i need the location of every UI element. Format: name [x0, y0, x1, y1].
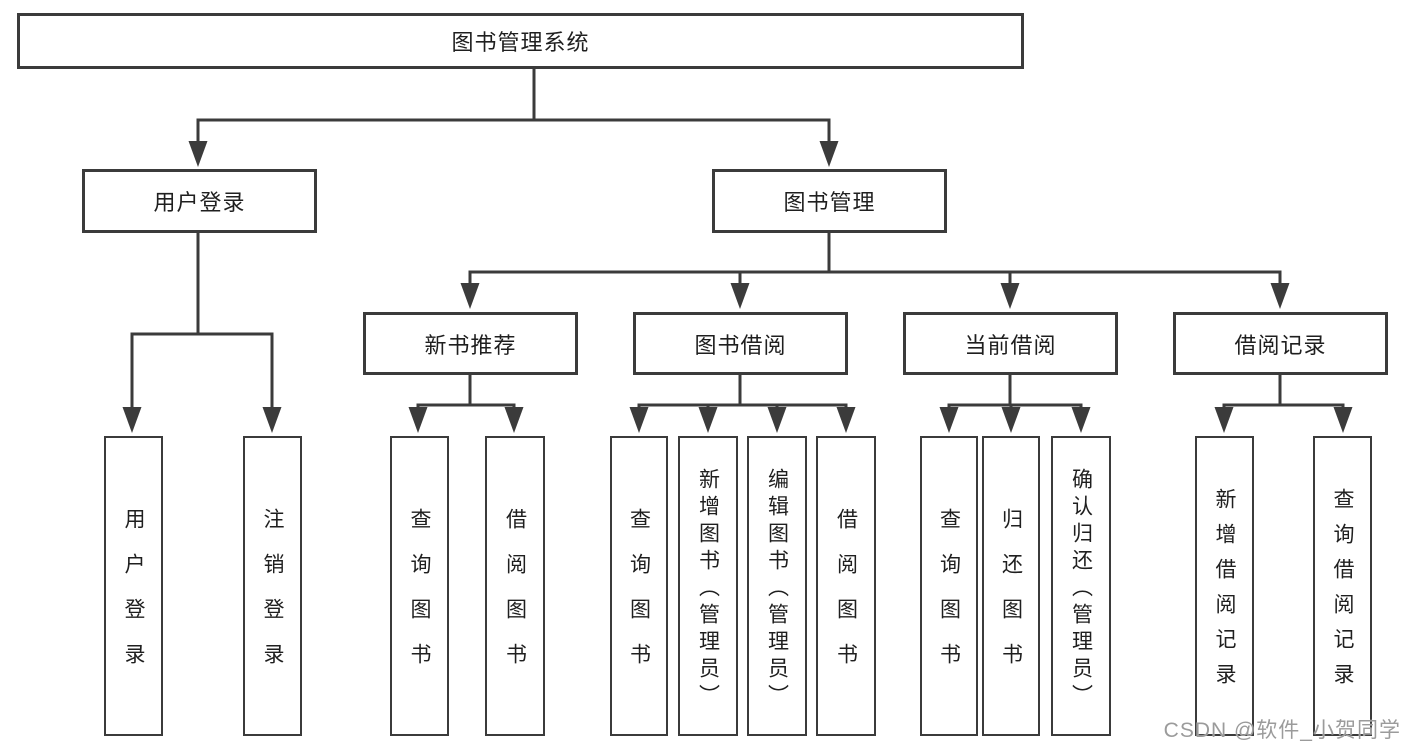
node-borrowing-records: 借阅记录	[1173, 312, 1388, 375]
node-library-management-system-label: 图书管理系统	[451, 30, 590, 55]
leaf-borrow-books: 借阅图书	[816, 436, 876, 736]
leaf-borrow-books-label: 借阅图书	[834, 508, 858, 688]
node-borrowing-records-label: 借阅记录	[1234, 332, 1327, 358]
arrowhead-icon	[1270, 283, 1290, 309]
leaf-logout-label: 注销登录	[261, 508, 284, 688]
arrowhead-icon	[1214, 407, 1234, 433]
node-book-management-label: 图书管理	[783, 190, 876, 215]
leaf-return-books-label: 归还图书	[999, 508, 1023, 688]
node-current-borrowing-label: 当前借阅	[964, 332, 1057, 358]
leaf-user-login: 用户登录	[104, 436, 163, 736]
leaf-user-login-label: 用户登录	[122, 508, 145, 688]
node-library-management-system: 图书管理系统	[17, 13, 1024, 69]
leaf-add-book-admin: 新增图书（管理员）	[678, 436, 738, 736]
arrowhead-icon	[460, 283, 480, 309]
leaf-query-books-borrow-label: 查询图书	[627, 508, 651, 688]
arrowhead-icon	[188, 141, 208, 167]
arrowhead-icon	[629, 407, 649, 433]
arrowhead-icon	[1071, 407, 1091, 433]
leaf-edit-book-admin-label: 编辑图书（管理员）	[765, 467, 789, 711]
leaf-add-borrow-record-label: 新增借阅记录	[1213, 488, 1236, 698]
node-user-login: 用户登录	[82, 169, 317, 233]
arrowhead-icon	[767, 407, 787, 433]
node-new-book-recommendation: 新书推荐	[363, 312, 578, 375]
arrowhead-icon	[698, 407, 718, 433]
arrowhead-icon	[819, 141, 839, 167]
arrowhead-icon	[1000, 283, 1020, 309]
arrowhead-icon	[730, 283, 750, 309]
node-book-borrowing-label: 图书借阅	[694, 332, 787, 358]
node-current-borrowing: 当前借阅	[903, 312, 1118, 375]
leaf-query-books-current-label: 查询图书	[937, 508, 961, 688]
arrowhead-icon	[504, 407, 524, 433]
leaf-query-books-borrow: 查询图书	[610, 436, 668, 736]
leaf-add-book-admin-label: 新增图书（管理员）	[696, 467, 720, 711]
leaf-confirm-return-admin: 确认归还（管理员）	[1051, 436, 1111, 736]
leaf-return-books: 归还图书	[982, 436, 1040, 736]
leaf-query-borrow-record-label: 查询借阅记录	[1331, 488, 1354, 698]
leaf-query-books-recommend-label: 查询图书	[408, 508, 431, 688]
node-user-login-label: 用户登录	[153, 190, 246, 215]
arrowhead-icon	[122, 407, 142, 433]
leaf-borrow-books-recommend: 借阅图书	[485, 436, 545, 736]
arrowhead-icon	[939, 407, 959, 433]
leaf-query-books-recommend: 查询图书	[390, 436, 449, 736]
leaf-query-books-current: 查询图书	[920, 436, 978, 736]
arrowhead-icon	[408, 407, 428, 433]
leaf-confirm-return-admin-label: 确认归还（管理员）	[1069, 467, 1093, 711]
csdn-watermark: CSDN @软件_小贺同学	[1163, 719, 1401, 742]
arrowhead-icon	[1333, 407, 1353, 433]
leaf-logout: 注销登录	[243, 436, 302, 736]
leaf-add-borrow-record: 新增借阅记录	[1195, 436, 1254, 736]
leaf-borrow-books-recommend-label: 借阅图书	[503, 508, 527, 688]
leaf-query-borrow-record: 查询借阅记录	[1313, 436, 1372, 736]
node-book-management: 图书管理	[712, 169, 947, 233]
node-book-borrowing: 图书借阅	[633, 312, 848, 375]
arrowhead-icon	[1001, 407, 1021, 433]
arrowhead-icon	[836, 407, 856, 433]
leaf-edit-book-admin: 编辑图书（管理员）	[747, 436, 807, 736]
arrowhead-icon	[262, 407, 282, 433]
node-new-book-recommendation-label: 新书推荐	[424, 332, 517, 358]
